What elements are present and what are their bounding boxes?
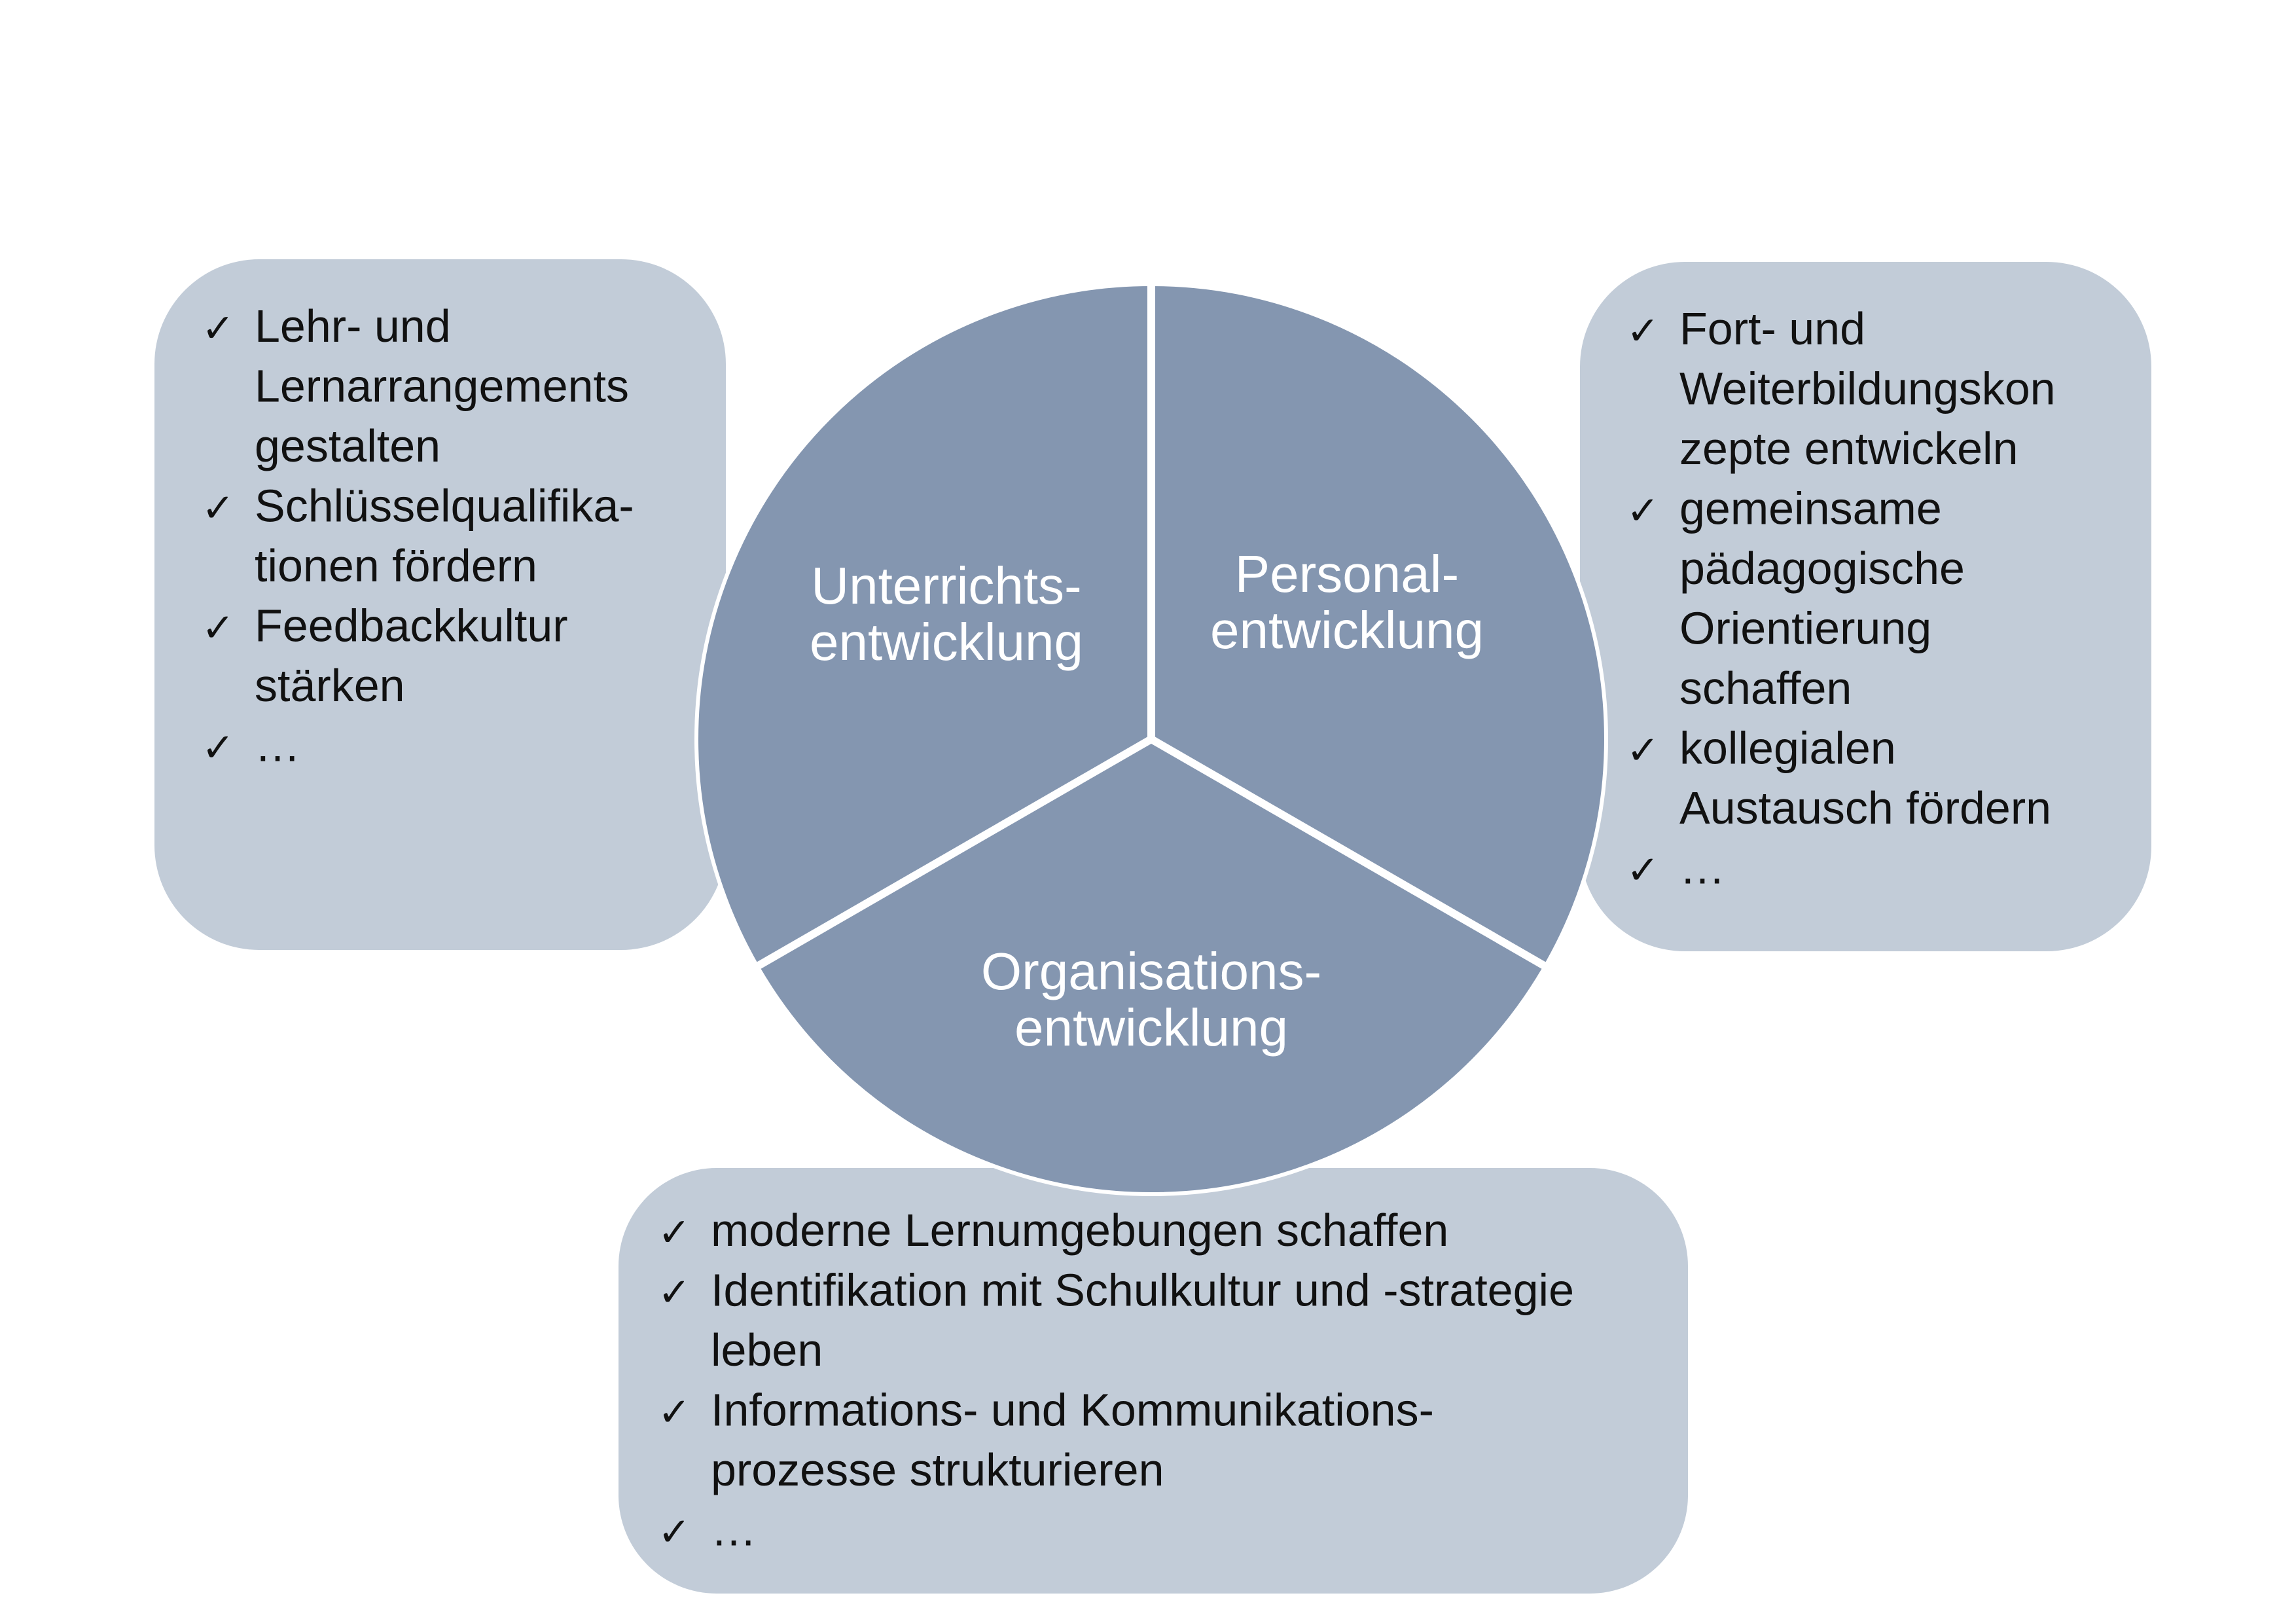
check-icon: ✓: [658, 1210, 691, 1256]
list-item-text: pädagogische: [1679, 543, 1965, 594]
list-item: ✓…: [658, 1504, 757, 1556]
bottom-box: [619, 1168, 1688, 1594]
list-item-text: leben: [711, 1324, 823, 1376]
segment-label-line: entwicklung: [1210, 601, 1484, 659]
list-item-text: Orientierung: [1679, 603, 1931, 654]
cycle-circle: [694, 282, 1608, 1196]
list-item-text: moderne Lernumgebungen schaffen: [711, 1205, 1448, 1256]
check-icon: ✓: [1626, 488, 1659, 534]
list-item: ✓ Feedbackkultur stärken: [202, 600, 568, 712]
segment-label-unterricht: Unterrichts-entwicklung: [810, 556, 1083, 671]
list-item: ✓ Informations- und Kommunikations-prozes…: [658, 1385, 1434, 1496]
list-item-text: Lehr- und: [255, 301, 451, 352]
list-item-text: Austausch fördern: [1679, 782, 2051, 833]
list-item-text: Informations- und Kommunikations-: [711, 1385, 1434, 1436]
check-icon: ✓: [202, 486, 234, 532]
list-item-text: gemeinsame: [1679, 483, 1942, 534]
list-item: ✓…: [1626, 843, 1725, 894]
divider-left: [755, 735, 1153, 970]
list-item-text: Schlüsselqualifika-: [255, 481, 634, 532]
list-item-text: Lernarrangements: [255, 361, 629, 412]
segment-label-line: Unterrichts-: [811, 556, 1081, 615]
segment-label-organisation: Organisations-entwicklung: [981, 942, 1321, 1057]
bottom-box-list: ✓ moderne Lernumgebungen schaffen ✓ Identif…: [658, 1205, 1574, 1556]
check-icon: ✓: [1626, 308, 1659, 354]
list-item-text: schaffen: [1679, 663, 1852, 714]
check-icon: ✓: [202, 725, 234, 771]
list-item: ✓ Identifikation mit Schulkultur und -str…: [658, 1265, 1574, 1376]
list-item-text: zepte entwickeln: [1679, 423, 2018, 474]
list-item-text: Feedbackkultur: [255, 600, 568, 651]
check-icon: ✓: [202, 306, 234, 352]
list-item-text: …: [255, 720, 300, 771]
list-item: ✓…: [202, 720, 300, 771]
list-item-text: tionen fördern: [255, 540, 537, 591]
list-item-text: stärken: [255, 660, 405, 711]
check-icon: ✓: [658, 1270, 691, 1316]
segment-label-line: Organisations-: [981, 942, 1321, 1000]
left-box: [154, 259, 726, 950]
list-item-text: Identifikation mit Schulkultur und -stra…: [711, 1265, 1574, 1316]
divider-right: [1149, 735, 1547, 970]
list-item-text: …: [1679, 843, 1725, 894]
segment-label-line: entwicklung: [1014, 998, 1288, 1057]
list-item-text: gestalten: [255, 420, 440, 471]
segment-label-line: Personal-: [1235, 545, 1459, 603]
list-item: ✓ moderne Lernumgebungen schaffen: [658, 1205, 1448, 1256]
list-item-text: Fort- und: [1679, 303, 1865, 354]
list-item-text: prozesse strukturieren: [711, 1444, 1164, 1495]
check-icon: ✓: [658, 1390, 691, 1436]
list-item-text: …: [711, 1504, 757, 1556]
list-item-text: kollegialen: [1679, 723, 1896, 774]
check-icon: ✓: [202, 606, 234, 651]
list-item: ✓ Schlüsselqualifika-tionen fördern: [202, 481, 634, 592]
check-icon: ✓: [658, 1510, 691, 1556]
right-box: [1580, 262, 2151, 951]
check-icon: ✓: [1626, 728, 1659, 774]
segment-label-personal: Personal-entwicklung: [1210, 545, 1484, 659]
check-icon: ✓: [1626, 848, 1659, 894]
segment-label-line: entwicklung: [810, 613, 1083, 671]
list-item-text: Weiterbildungskon: [1679, 363, 2056, 414]
